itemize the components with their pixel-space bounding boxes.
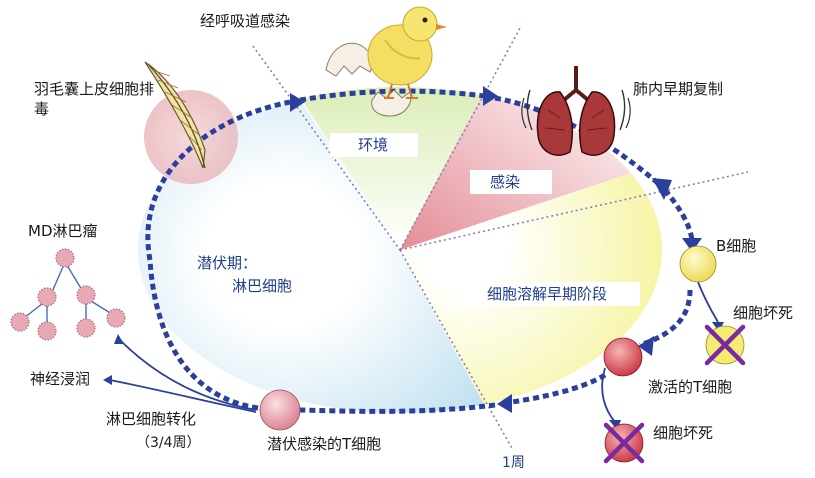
divider-line	[252, 45, 401, 251]
label-environment: 环境	[358, 136, 389, 154]
cycle-arrow-bottom	[504, 372, 607, 406]
arrowhead	[483, 86, 498, 106]
label-activated-t: 激活的T细胞	[648, 378, 733, 396]
label-latency-cell: 淋巴细胞	[232, 277, 293, 295]
label-necrosis-1: 细胞坏死	[733, 304, 794, 322]
cross-icon	[603, 422, 645, 464]
divider-line	[399, 27, 521, 251]
cycle-arrow-top	[145, 99, 291, 261]
cycle-arrow-left	[147, 259, 259, 411]
environment-label-box	[330, 133, 418, 157]
arrowhead	[497, 394, 512, 413]
infection-label-box	[470, 170, 552, 194]
label-transform-time: （3/4周）	[136, 435, 201, 451]
lymphoma-cell-icon	[37, 287, 57, 307]
side-arrows	[109, 281, 719, 423]
cycle-arrow-bottom	[299, 402, 496, 414]
lymphoma-cell-icon	[76, 285, 96, 305]
arrowhead	[638, 336, 654, 356]
label-b-cell: B细胞	[716, 237, 757, 255]
necrosis-1-icon	[704, 324, 746, 366]
arrow-to-nerve	[109, 379, 257, 413]
label-necrosis-2: 细胞坏死	[653, 424, 714, 442]
label-transform: 淋巴细胞转化	[106, 410, 197, 428]
environment-sector	[282, 87, 490, 250]
label-nerve: 神经浸润	[30, 370, 91, 388]
lymphoma-cell-icon	[37, 321, 57, 341]
arrowhead	[114, 334, 124, 344]
label-week: 1周	[502, 455, 525, 471]
feather-icon	[144, 61, 206, 169]
lymphoma-cell-icon	[76, 318, 96, 338]
label-respiratory: 经呼吸道感染	[200, 12, 291, 30]
lymphoma-cell-icon	[106, 308, 126, 328]
label-latency: 潜伏期：	[197, 254, 258, 272]
side-arrowheads	[103, 322, 724, 430]
arrowhead	[103, 375, 112, 385]
latent-t-cell-icon	[259, 389, 301, 431]
eggshell-icon	[325, 42, 412, 117]
arrow-to-lymphoma	[119, 339, 257, 411]
dividers	[252, 27, 749, 451]
lymphoma-links	[23, 261, 113, 325]
lymphoma-network	[10, 248, 126, 341]
arrowhead	[652, 178, 672, 200]
chick-icon	[367, 6, 447, 99]
label-cytolytic: 细胞溶解早期阶段	[487, 285, 608, 303]
label-latent-t: 潜伏感染的T细胞	[267, 435, 382, 453]
necrosis-2-icon	[603, 422, 645, 464]
arrowhead	[290, 93, 305, 112]
label-infection: 感染	[490, 173, 521, 191]
lymphoma-cell-icon	[10, 312, 30, 332]
cycle-arrowheads	[290, 86, 702, 413]
cycle-arrow-right	[663, 188, 695, 241]
infection-sector	[400, 87, 640, 250]
label-md-lymphoma: MD淋巴瘤	[28, 222, 98, 240]
lymphoma-cell-icon	[55, 248, 75, 268]
cytolytic-label-box	[462, 282, 640, 306]
cross-icon	[704, 324, 746, 366]
cycle-arrow-right	[494, 95, 662, 187]
lungs-icon	[521, 66, 631, 156]
b-cell-icon	[679, 245, 717, 283]
arrowhead	[682, 238, 702, 252]
label-feather: 羽毛囊上皮细胞排毒	[34, 80, 155, 118]
activated-t-cell-icon	[603, 337, 643, 377]
divider-line	[399, 249, 514, 451]
arrow-to-necrosis-1	[697, 281, 719, 323]
arrow-to-necrosis-2	[601, 367, 616, 423]
label-lung-replication: 肺内早期复制	[633, 80, 724, 98]
lymphoma-cells	[10, 248, 126, 341]
